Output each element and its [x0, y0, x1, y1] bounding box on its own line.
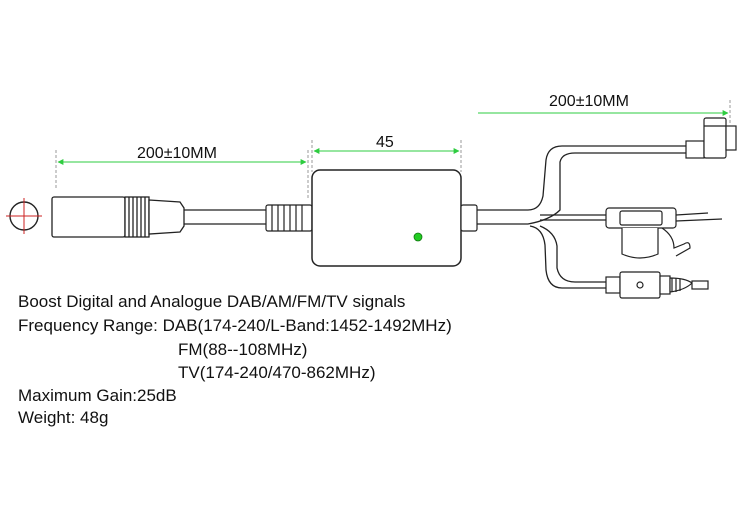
led-indicator: [413, 232, 423, 242]
spec-line-boost: Boost Digital and Analogue DAB/AM/FM/TV …: [18, 292, 406, 311]
strain-relief-left: [265, 204, 313, 232]
strain-relief-right: [460, 204, 478, 232]
dimension-left-cable: [55, 150, 309, 200]
male-antenna-connector: [605, 271, 709, 299]
amplifier-module: [311, 169, 462, 267]
left-cable: [184, 209, 266, 225]
spec-line-frequency-tv: TV(174-240/470-862MHz): [178, 363, 376, 382]
dimension-label-left-cable: 200±10MM: [137, 145, 217, 162]
split-cables: [477, 145, 686, 289]
dimension-label-module-width: 45: [376, 134, 394, 151]
socket-symbol: [6, 198, 42, 234]
dimension-right-cable: [478, 100, 731, 125]
right-angle-connector: [685, 117, 737, 159]
spec-line-frequency-dab: Frequency Range: DAB(174-240/L-Band:1452…: [18, 316, 452, 335]
spec-line-frequency-fm: FM(88--108MHz): [178, 340, 308, 359]
spec-line-weight: Weight: 48g: [18, 408, 109, 427]
female-connector: [51, 196, 185, 238]
dimension-label-right-cable: 200±10MM: [549, 93, 629, 110]
fuse-holder: [605, 207, 723, 259]
dimension-module-width: [311, 140, 462, 172]
spec-line-gain: Maximum Gain:25dB: [18, 386, 177, 405]
